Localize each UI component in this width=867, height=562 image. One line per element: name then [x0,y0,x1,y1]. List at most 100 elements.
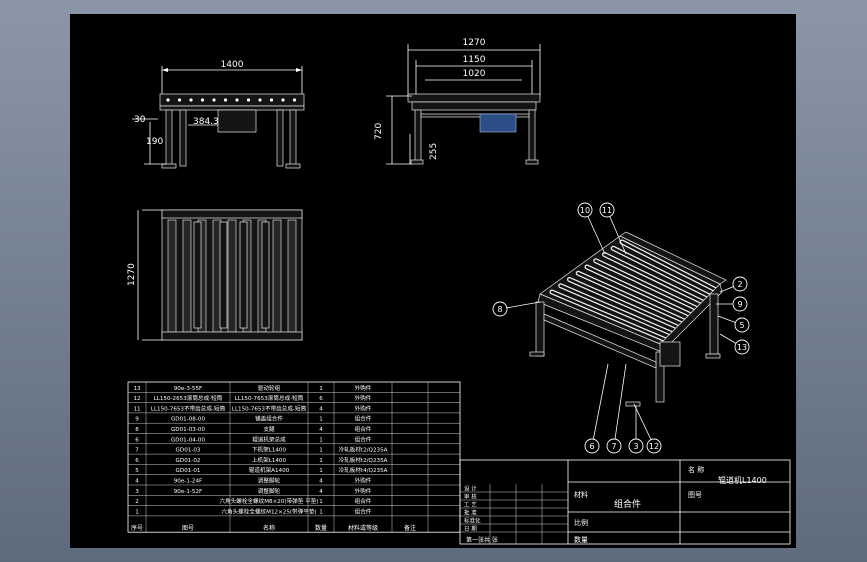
bom-code: GD01-03-00 [171,427,205,433]
title-block-label: 标准化 [464,517,481,525]
balloon-leader [606,209,627,255]
dim-side-inner: 1020 [463,69,486,79]
balloon-label: 2 [737,280,742,289]
balloon-circle [732,276,748,292]
balloon-label: 10 [580,206,590,215]
title-block-label: 设 计 [464,485,477,493]
bom-remark: 组合件 [355,497,372,505]
top-view: 1270 [127,209,303,341]
bom-remark: 外购件 [355,384,372,392]
bom-no: 2 [135,499,139,505]
balloon-label: 11 [602,206,612,215]
roller-end-icon [200,98,205,102]
balloon-circle [734,339,750,355]
bom-code: 90e-1-52F [174,489,203,495]
roller-end-icon [223,98,228,102]
dim-side-total: 1270 [463,38,486,48]
cad-drawing-sheet[interactable]: 1400 30 190 384.3 1270 1150 1020 [70,14,796,548]
bom-remark: 外购件 [355,394,372,402]
title-footer-left: 第一张共 张 [466,536,498,544]
bom-name: 调整脚轮 [258,487,281,495]
bom-remark: 组合件 [355,415,372,423]
bom-no: 11 [133,406,141,412]
balloon-label: 6 [589,442,594,451]
roller-iso-core [577,272,686,323]
title-drawing-no-label: 图号 [688,491,702,499]
balloon-label: 8 [497,305,502,314]
title-block-label: 工 艺 [464,502,477,509]
title-material-label: 材料 [574,490,588,499]
roller-iso-core [550,290,668,342]
bom-remark: 组合件 [355,507,372,515]
balloon-leader [613,363,627,447]
roller-top [287,219,297,333]
bom-no: 4 [135,479,139,485]
bom-name: 辊道机架总成 [252,435,286,443]
balloon-circle [606,438,622,454]
bom-no: 6 [135,458,139,464]
bom-code: LL150-7653不带齿总成-短筒 [151,404,226,412]
roller-end-icon [189,98,193,102]
bom-name: 调整脚轮 [258,477,281,485]
dim-side-mid: 1150 [463,55,486,65]
bom-name: LL150-7653不带齿总成-短筒 [232,404,307,412]
bom-qty: 4 [319,489,323,495]
balloon-label: 12 [649,442,659,451]
bom-remark: 组合件 [355,425,372,433]
dim-side-height: 720 [374,123,384,140]
bom-qty: 1 [319,417,323,423]
bom-name: LL150-7653滚筒总成-短筒 [235,394,304,402]
bom-qty: 4 [319,479,323,485]
bom-name: 六角头螺栓全螺纹M12×25(带弹平垫) [221,507,316,515]
bom-header-cell: 备注 [404,524,416,532]
bom-remark: 外购件 [355,477,372,485]
bom-code: GD01-02 [176,458,201,464]
bom-no: 1 [135,509,139,515]
balloon-circle [646,438,662,454]
roller-iso-core [603,253,705,304]
bom-remark: 冷轧板材t2/Q235A [339,456,388,464]
bom-qty: 1 [319,468,323,474]
bom-code: LL150-2653滚筒总成-短筒 [154,394,223,402]
title-sheet-label: 数量 [574,535,588,544]
roller-end-icon [292,98,297,102]
roller-end-icon [177,98,182,102]
bom-code: GD01-01 [176,468,201,474]
bom-qty: 4 [319,406,323,412]
bom-remark: 外购件 [355,487,372,495]
roller-end-icon [235,98,239,102]
balloon-label: 5 [739,321,744,330]
title-block-label: 审 核 [464,493,477,501]
bom-remark: 冷轧板材t4/Q235A [339,466,388,474]
bom-no: 12 [133,396,140,402]
dim-front-left-height: 30 [134,115,146,125]
bom-code: 90e-1-24F [174,479,203,485]
cad-canvas: 1400 30 190 384.3 1270 1150 1020 [127,38,791,545]
roller-iso-core [559,284,674,335]
roller-top [167,219,177,333]
balloon-leader [633,403,655,447]
bom-header-cell: 图号 [182,525,194,532]
title-block-label: 批 准 [464,509,477,517]
title-material-value: 组合件 [614,498,641,510]
balloon-circle [732,296,748,312]
bom-no: 7 [135,448,139,454]
bom-no: 13 [133,386,141,392]
bom-code: GD01-04-00 [171,437,205,443]
bom-qty: 6 [319,396,323,402]
bom-qty: 1 [319,458,323,464]
roller-end-icon [212,98,216,102]
balloon-leader [584,209,606,255]
roller-iso-core [585,265,693,317]
balloon-circle [628,438,644,454]
title-name-label: 名 称 [688,465,704,474]
bom-remark: 组合件 [355,435,372,443]
balloon-circle [599,202,615,218]
side-view: 1270 1150 1020 720 255 [374,38,541,165]
dim-front-leg-height: 190 [146,137,163,147]
roller-iso-core [568,278,680,329]
balloon-circle [577,202,593,218]
bom-name: 下机架L1400 [252,446,287,454]
